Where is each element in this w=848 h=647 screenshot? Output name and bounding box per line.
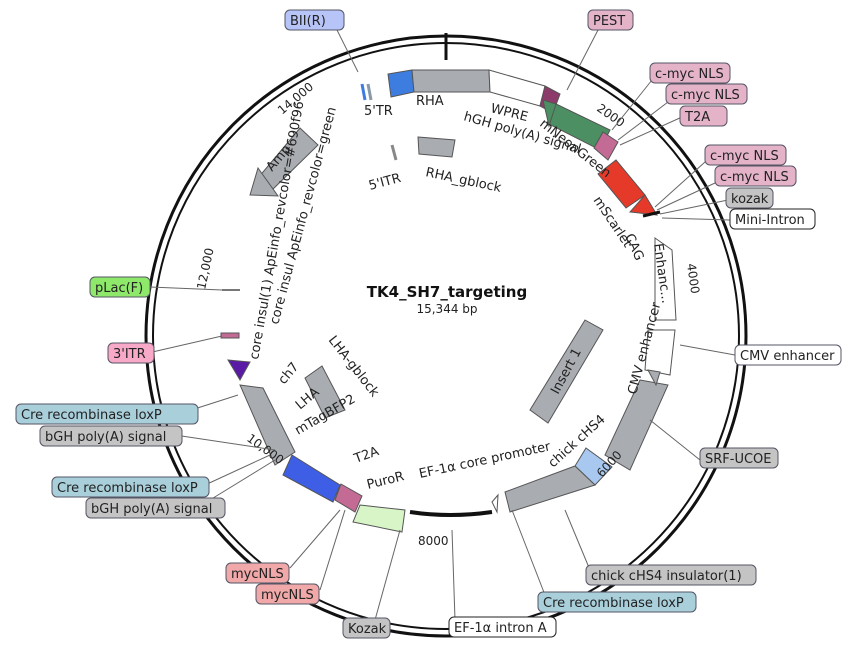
callout-kozak1: kozak <box>731 192 769 207</box>
callout-cmv-box[interactable] <box>734 344 842 366</box>
callout-kozak2-box[interactable] <box>342 617 391 639</box>
mscarlet-arrowhead <box>628 194 658 216</box>
callout-cmv: CMV enhancer <box>740 349 835 364</box>
lha-gblock-feature <box>304 365 346 419</box>
callout-chs4-box[interactable] <box>585 564 757 586</box>
callout-3itr-box[interactable] <box>107 342 155 364</box>
callout-ef1a-box[interactable] <box>448 616 557 638</box>
lha-feature <box>239 384 296 466</box>
callout-cmyc3: c-myc NLS <box>710 149 779 164</box>
cmyc-stripes-1 <box>593 131 619 161</box>
backbone-bold-arc <box>409 510 493 517</box>
tick-4000: 4000 <box>684 262 702 294</box>
label-5tr: 5'TR <box>364 104 393 119</box>
callout-cmyc3-box[interactable] <box>704 144 787 166</box>
t2a-stripes <box>334 483 363 513</box>
3itr-mark <box>220 332 240 339</box>
callout-plac-box[interactable] <box>89 276 151 298</box>
callout-mycnls2-box[interactable] <box>255 583 320 605</box>
ef1a-arrowhead <box>491 493 499 514</box>
5tr-mark-b <box>366 83 373 101</box>
mtagbfp2-feature <box>282 454 341 503</box>
rha-feature <box>411 69 491 93</box>
callout-bii: BII(R) <box>290 14 326 29</box>
label-rha: RHA <box>416 94 444 109</box>
callout-chs4: chick cHS4 insulator(1) <box>591 569 742 584</box>
label-ch7: ch7 <box>276 360 303 388</box>
callout-crelox2: Cre recombinase loxP <box>57 481 198 496</box>
ef1a-promoter-feature <box>504 465 596 513</box>
callout-crelox1: Cre recombinase loxP <box>543 596 684 611</box>
callout-mini: Mini-Intron <box>735 213 805 228</box>
tick-12000: 12,000 <box>194 247 216 291</box>
callout-cmyc2-box[interactable] <box>665 83 748 105</box>
callout-bgh2: bGH poly(A) signal <box>91 502 212 517</box>
callout-crelox3: Cre recombinase loxP <box>21 408 162 423</box>
label-ef1a-core: EF-1α core promoter <box>418 439 553 482</box>
plasmid-name: TK4_SH7_targeting <box>367 283 527 301</box>
callout-3itr: 3'ITR <box>113 347 146 362</box>
callout-cmyc4-box[interactable] <box>714 165 797 187</box>
callout-pest: PEST <box>593 14 625 29</box>
callout-mini-box[interactable] <box>729 208 816 230</box>
callout-bgh1-box[interactable] <box>39 425 183 447</box>
callout-bgh2-box[interactable] <box>85 497 226 519</box>
callout-cmyc2: c-myc NLS <box>671 88 740 103</box>
insul-purple-arrow <box>227 359 251 381</box>
callout-bgh1: bGH poly(A) signal <box>45 430 166 445</box>
mscarlet-feature <box>597 159 646 209</box>
mneongreen-arrowhead <box>542 99 557 128</box>
callout-ef1a: EF-1α intron A <box>454 621 547 636</box>
mscarlet-kozak-mark <box>642 210 661 218</box>
callout-cmyc4: c-myc NLS <box>720 170 789 185</box>
label-rha-gblock: RHA_gblock <box>424 165 503 196</box>
cmv-arrowhead <box>647 369 661 387</box>
5tr-mark-a <box>360 83 367 101</box>
cmv-arrow-feature <box>604 379 669 471</box>
callout-mycnls1: mycNLS <box>231 567 284 582</box>
puror-feature <box>352 504 406 533</box>
label-puror: PuroR <box>365 469 405 493</box>
callout-cmyc1-box[interactable] <box>649 62 731 84</box>
wpre-feature <box>488 69 546 107</box>
insert1-feature <box>529 319 604 424</box>
callout-plac: pLac(F) <box>95 281 143 296</box>
cmv-enhancer-feature <box>644 329 676 376</box>
leader-lines <box>147 27 736 621</box>
rha-gblock-feature <box>417 136 456 158</box>
5itr-mark <box>390 144 398 161</box>
callout-crelox3-box[interactable] <box>15 403 199 425</box>
callout-mycnls2: mycNLS <box>261 588 314 603</box>
plasmid-length: 15,344 bp <box>416 302 477 316</box>
amp-arrowhead <box>249 166 279 197</box>
label-t2a: T2A <box>351 444 381 467</box>
callout-bii-box[interactable] <box>284 9 345 31</box>
callout-pest-box[interactable] <box>587 9 634 31</box>
tick-8000: 8000 <box>418 534 449 548</box>
callout-t2a-box[interactable] <box>679 105 728 127</box>
callout-mycnls1-box[interactable] <box>225 562 290 584</box>
rha-blue-block <box>387 69 415 98</box>
enhancer-feature <box>654 237 677 321</box>
callout-srf: SRF-UCOE <box>705 452 772 467</box>
callout-kozak2: Kozak <box>348 622 387 637</box>
callout-crelox2-box[interactable] <box>51 476 210 498</box>
callout-kozak1-box[interactable] <box>725 187 774 209</box>
callout-srf-box[interactable] <box>699 447 779 469</box>
label-5itr: 5'ITR <box>367 171 402 194</box>
callout-cmyc1: c-myc NLS <box>655 67 724 82</box>
callout-t2a: T2A <box>684 110 710 125</box>
callout-crelox1-box[interactable] <box>537 591 697 613</box>
